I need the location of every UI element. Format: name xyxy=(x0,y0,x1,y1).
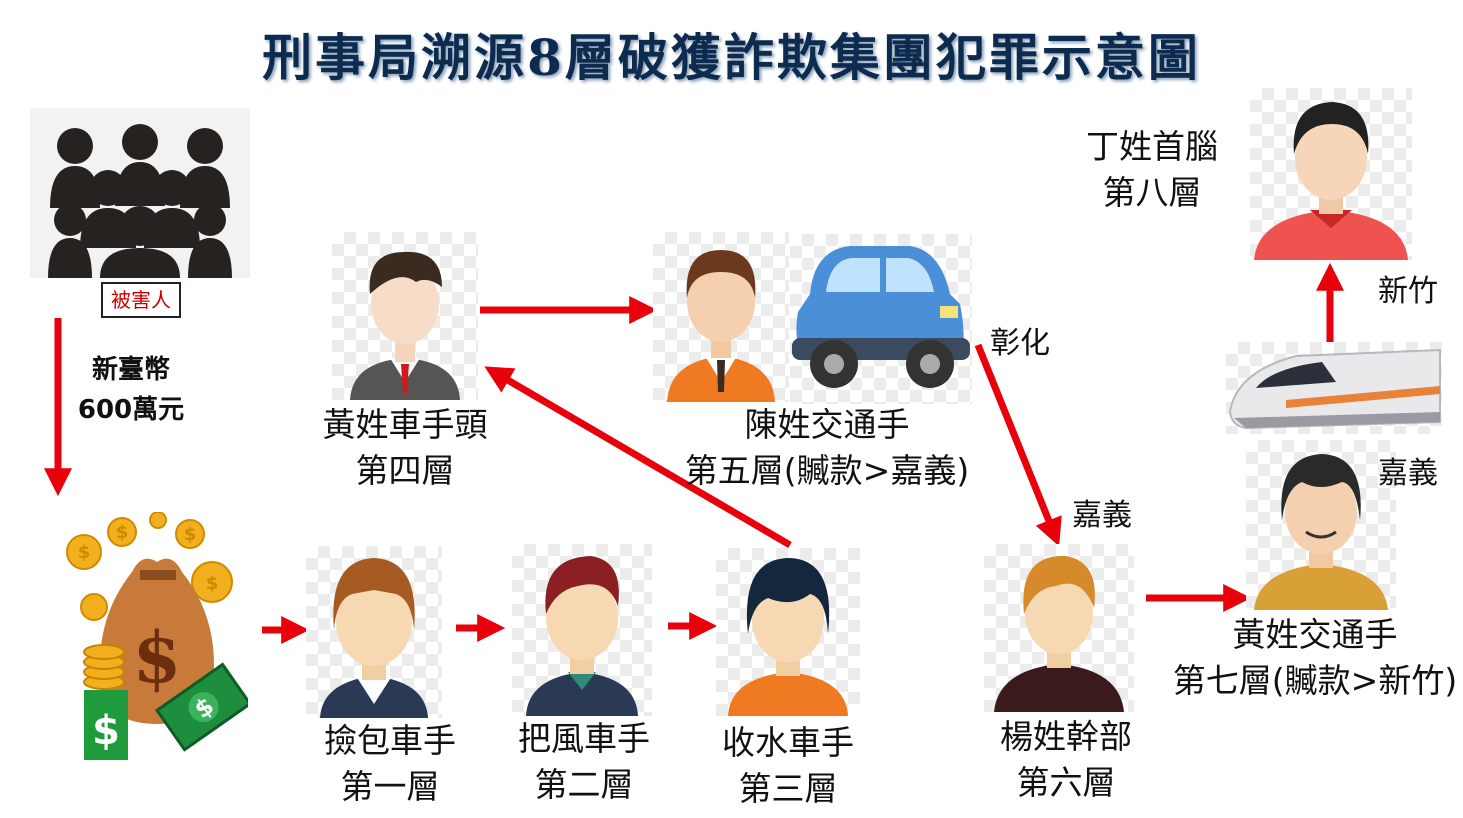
layer6-label: 楊姓幹部 第六層 xyxy=(966,714,1166,806)
layer2-label: 把風車手 第二層 xyxy=(484,716,684,808)
layer2-avatar xyxy=(512,544,652,716)
layer3-name: 收水車手 xyxy=(722,723,854,762)
layer2-name: 把風車手 xyxy=(518,719,650,758)
layer4-avatar xyxy=(332,232,478,400)
layer5-name: 陳姓交通手 xyxy=(744,405,910,444)
svg-text:$: $ xyxy=(206,573,219,594)
layer6-level: 第六層 xyxy=(1016,763,1116,802)
victim-tag: 被害人 xyxy=(101,282,181,318)
place-chiayi-a: 嘉義 xyxy=(1072,498,1132,533)
victims-crowd-icon xyxy=(30,108,250,278)
layer3-label: 收水車手 第三層 xyxy=(688,720,888,812)
layer7-label: 黃姓交通手 第七層(贓款>新竹) xyxy=(1160,612,1463,704)
amount-value: 600萬元 xyxy=(77,395,185,425)
svg-text:$: $ xyxy=(78,542,91,563)
layer1-level: 第一層 xyxy=(340,767,440,806)
layer8-name: 丁姓首腦 xyxy=(1086,127,1218,166)
layer8-avatar xyxy=(1250,88,1412,260)
arrow-layer3-to-layer4 xyxy=(484,366,792,549)
train-icon xyxy=(1226,342,1442,434)
amount-label: 新臺幣 600萬元 xyxy=(66,350,196,430)
layer3-level: 第三層 xyxy=(738,769,838,808)
place-chiayi-b: 嘉義 xyxy=(1378,456,1438,491)
layer7-avatar xyxy=(1246,440,1396,610)
layer1-name: 撿包車手 xyxy=(324,721,456,760)
car-icon xyxy=(790,234,972,404)
layer5-avatar xyxy=(653,232,789,402)
svg-text:$: $ xyxy=(116,522,129,543)
layer8-level: 第八層 xyxy=(1102,173,1202,212)
layer3-avatar xyxy=(716,548,860,716)
money-bag-icon: $$$$ $ $ $ xyxy=(62,512,248,768)
layer2-level: 第二層 xyxy=(534,765,634,804)
layer7-name: 黃姓交通手 xyxy=(1232,615,1398,654)
layer4-level: 第四層 xyxy=(355,451,455,490)
layer5-level: 第五層(贓款>嘉義) xyxy=(684,451,970,490)
amount-currency: 新臺幣 xyxy=(91,355,170,385)
layer1-avatar xyxy=(306,546,442,718)
arrow-layer5-to-layer6 xyxy=(974,343,1062,547)
layer6-avatar xyxy=(984,544,1134,712)
layer5-label: 陳姓交通手 第五層(贓款>嘉義) xyxy=(672,402,982,494)
layer4-name: 黃姓車手頭 xyxy=(322,405,488,444)
place-changhua: 彰化 xyxy=(990,326,1050,361)
layer8-label: 丁姓首腦 第八層 xyxy=(1062,124,1242,216)
diagram-title: 刑事局溯源8層破獲詐欺集團犯罪示意圖 xyxy=(262,28,1201,87)
place-hsinchu: 新竹 xyxy=(1378,274,1438,309)
layer4-label: 黃姓車手頭 第四層 xyxy=(305,402,505,494)
svg-text:$: $ xyxy=(92,708,120,754)
layer1-label: 撿包車手 第一層 xyxy=(290,718,490,810)
svg-text:$: $ xyxy=(184,524,197,545)
layer7-level: 第七層(贓款>新竹) xyxy=(1172,661,1458,700)
svg-text:$: $ xyxy=(133,616,182,699)
layer6-name: 楊姓幹部 xyxy=(1000,717,1132,756)
